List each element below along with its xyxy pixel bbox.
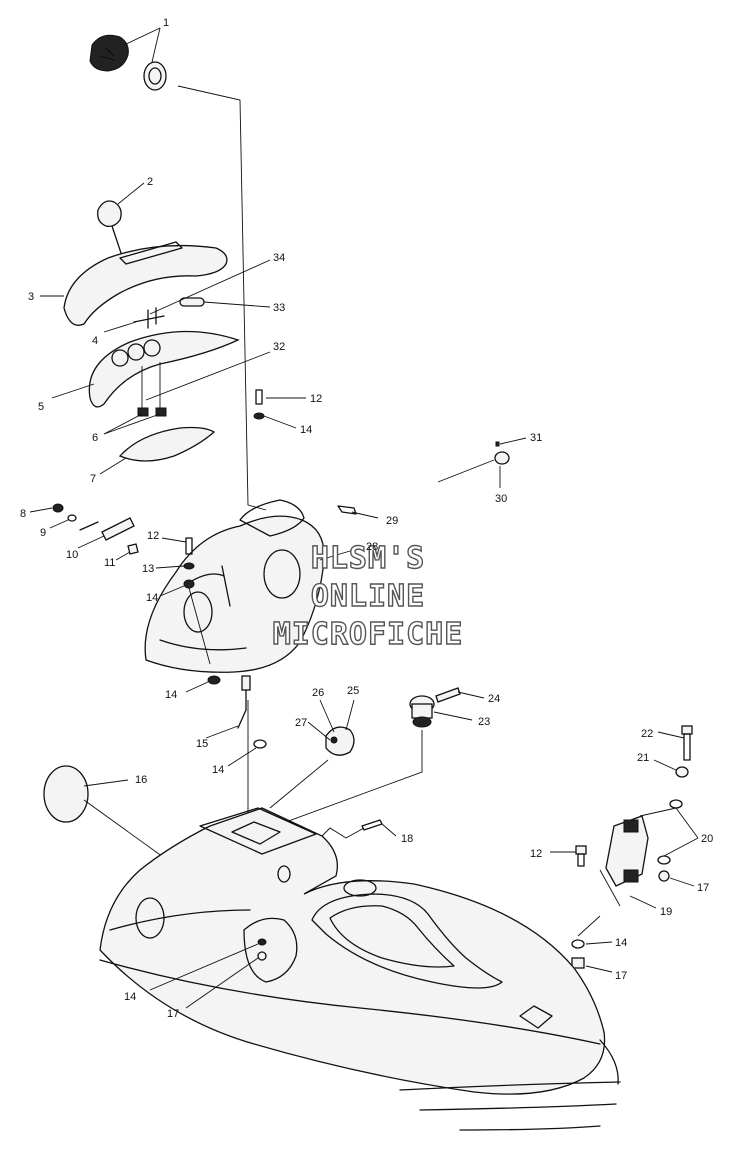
- part-7-plate: [118, 426, 216, 462]
- watermark-line-1: HLSM'S: [311, 541, 425, 576]
- part-17-nut-right: [658, 870, 670, 882]
- label-19: 19: [660, 906, 672, 918]
- label-1: 1: [163, 17, 169, 29]
- label-25: 25: [347, 685, 359, 697]
- label-11: 11: [104, 557, 115, 569]
- label-9: 9: [40, 527, 46, 539]
- label-33: 33: [273, 302, 285, 314]
- watermark: HLSM'S ONLINE MICROFICHE: [272, 540, 464, 652]
- label-14-mid: 14: [146, 592, 158, 604]
- label-27: 27: [295, 717, 307, 729]
- label-6: 6: [92, 432, 98, 444]
- part-14-washer-right: [571, 939, 585, 949]
- label-24: 24: [488, 693, 500, 705]
- label-8: 8: [20, 508, 26, 520]
- part-3-cover: [63, 241, 228, 326]
- part-8-10-latch: [52, 503, 139, 555]
- label-14-top: 14: [300, 424, 312, 436]
- part-1-knob: [89, 34, 167, 91]
- part-22-bolt: [681, 725, 693, 761]
- label-34: 34: [273, 252, 285, 264]
- label-30: 30: [495, 493, 507, 505]
- label-7: 7: [90, 473, 96, 485]
- label-12-mid: 12: [147, 530, 159, 542]
- label-12-right: 12: [530, 848, 542, 860]
- watermark-line-3: MICROFICHE: [273, 617, 464, 652]
- label-14-hinge: 14: [165, 689, 177, 701]
- console-body: [144, 499, 325, 673]
- part-14-washer: [207, 675, 221, 685]
- part-30-grommet: [494, 441, 510, 465]
- label-5: 5: [38, 401, 44, 413]
- part-2-knob: [97, 200, 123, 257]
- label-12-top: 12: [310, 393, 322, 405]
- label-28: 28: [366, 541, 378, 553]
- part-12-screw-top: [253, 389, 265, 420]
- label-20: 20: [701, 833, 713, 845]
- label-32: 32: [273, 341, 285, 353]
- label-14-hull: 14: [124, 991, 136, 1003]
- label-17-right: 17: [697, 882, 709, 894]
- label-31: 31: [530, 432, 542, 444]
- part-14-washer-b: [253, 739, 267, 749]
- part-17-nut-lower: [571, 957, 585, 969]
- part-18-pin: [361, 819, 383, 831]
- part-12-bolt-right: [575, 845, 587, 867]
- label-4: 4: [92, 335, 98, 347]
- label-2: 2: [147, 176, 153, 188]
- watermark-line-2: ONLINE: [311, 579, 425, 614]
- label-13: 13: [142, 563, 154, 575]
- part-25-27-band: [325, 726, 355, 756]
- label-14-right: 14: [615, 937, 627, 949]
- part-21-nut: [675, 766, 689, 778]
- label-10: 10: [66, 549, 78, 561]
- label-22: 22: [641, 728, 653, 740]
- label-17-lower: 17: [615, 970, 627, 982]
- part-29-clip: [337, 505, 357, 515]
- label-17-hull: 17: [167, 1008, 179, 1020]
- part-19-bracket: [605, 815, 649, 887]
- part-4-bracket: [133, 297, 205, 329]
- part-15-hinge: [237, 675, 251, 729]
- part-5-gasket: [88, 330, 240, 408]
- label-23: 23: [478, 716, 490, 728]
- label-29: 29: [386, 515, 398, 527]
- part-6-nuts: [137, 407, 167, 417]
- label-26: 26: [312, 687, 324, 699]
- part-labels: 1 2 3 34 33 4 32 5 12 6 14 7 31 30 8 9 2…: [20, 17, 713, 1020]
- label-16: 16: [135, 774, 147, 786]
- part-23-24-cap: [409, 687, 461, 728]
- hull-body: [99, 807, 621, 1131]
- label-3: 3: [28, 291, 34, 303]
- label-21: 21: [637, 752, 649, 764]
- label-14-washer: 14: [212, 764, 224, 776]
- label-15: 15: [196, 738, 208, 750]
- label-18: 18: [401, 833, 413, 845]
- part-16-lens: [43, 765, 89, 823]
